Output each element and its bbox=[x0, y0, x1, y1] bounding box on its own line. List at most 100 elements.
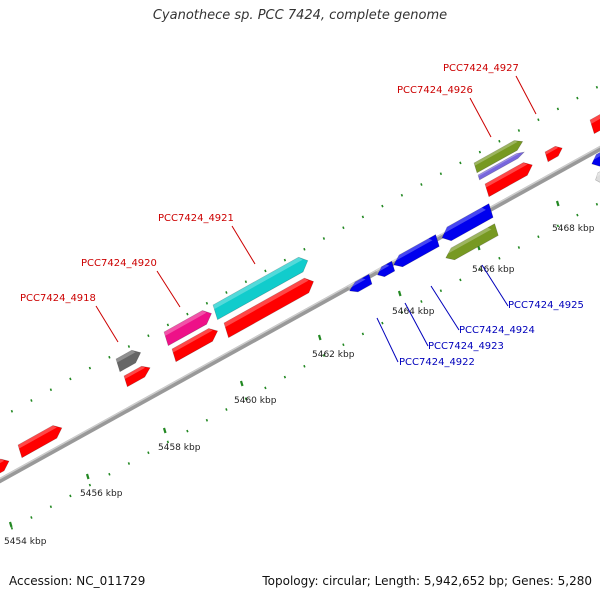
label-connector bbox=[515, 75, 537, 115]
gene-arrow-body bbox=[591, 147, 600, 167]
gene-arrow-highlight bbox=[444, 227, 492, 256]
label-connector bbox=[376, 317, 399, 363]
minor-tick bbox=[49, 388, 53, 392]
minor-tick bbox=[10, 409, 14, 413]
gene-arrow-body bbox=[212, 256, 309, 321]
gene-arrow bbox=[473, 140, 524, 174]
scale-label: 5458 kbp bbox=[158, 443, 201, 453]
gene-label: PCC7424_4920 bbox=[81, 258, 157, 269]
minor-tick bbox=[264, 386, 267, 390]
label-connectors bbox=[95, 75, 537, 363]
minor-tick bbox=[225, 408, 228, 411]
label-connector bbox=[95, 305, 119, 343]
gene-arrow-body bbox=[115, 349, 142, 373]
minor-tick bbox=[186, 429, 189, 433]
minor-tick bbox=[186, 312, 189, 316]
minor-tick bbox=[88, 366, 92, 370]
scale-label: 5460 kbp bbox=[234, 396, 277, 406]
label-connector bbox=[404, 302, 429, 347]
gene-label: PCC7424_4918 bbox=[20, 293, 96, 304]
gene-arrow bbox=[444, 223, 499, 261]
minor-tick bbox=[439, 289, 443, 293]
gene-arrow bbox=[392, 234, 440, 268]
gene-arrow bbox=[115, 349, 142, 373]
major-tick bbox=[397, 290, 402, 297]
minor-tick bbox=[459, 161, 462, 165]
label-connector bbox=[481, 264, 509, 307]
genome-backbone bbox=[0, 145, 600, 484]
minor-tick bbox=[342, 343, 345, 347]
minor-tick bbox=[166, 323, 170, 327]
scale-label: 5468 kbp bbox=[552, 224, 595, 234]
gene-label: PCC7424_4926 bbox=[397, 85, 473, 96]
minor-tick bbox=[420, 300, 423, 303]
gene-arrow-body bbox=[393, 234, 440, 268]
gene-arrow bbox=[212, 256, 309, 321]
minor-tick bbox=[69, 494, 72, 498]
minor-tick bbox=[381, 321, 384, 325]
major-tick bbox=[239, 380, 244, 387]
minor-tick bbox=[322, 237, 326, 240]
gene-arrow-highlight bbox=[590, 151, 600, 162]
label-connector bbox=[156, 270, 181, 308]
gene-arrow bbox=[477, 151, 526, 181]
gene-arrow bbox=[589, 113, 600, 135]
gene-arrow-body bbox=[377, 260, 396, 278]
minor-tick bbox=[517, 246, 521, 249]
accession-text: Accession: NC_011729 bbox=[9, 574, 146, 588]
gene-label: PCC7424_4923 bbox=[428, 341, 504, 352]
minor-tick bbox=[205, 301, 209, 305]
gene-arrow-highlight bbox=[224, 278, 309, 328]
scale-label: 5454 kbp bbox=[4, 537, 47, 547]
minor-tick bbox=[147, 451, 150, 455]
gene-arrow bbox=[348, 273, 373, 293]
genome-summary: Topology: circular; Length: 5,942,652 bp… bbox=[262, 574, 592, 588]
gene-arrow-highlight bbox=[124, 366, 146, 380]
scale-label: 5462 kbp bbox=[312, 350, 355, 360]
gene-arrow-body bbox=[595, 168, 600, 184]
minor-tick bbox=[147, 334, 150, 338]
gene-arrow-highlight bbox=[348, 278, 366, 289]
gene-arrow-highlight bbox=[213, 257, 303, 310]
minor-tick bbox=[420, 183, 423, 186]
gene-arrow-body bbox=[0, 458, 10, 479]
gene-arrow-highlight bbox=[172, 328, 213, 353]
gene-labels: PCC7424_4918PCC7424_4920PCC7424_4921PCC7… bbox=[20, 63, 584, 368]
minor-tick bbox=[69, 377, 72, 381]
gene-arrow-highlight bbox=[590, 114, 600, 124]
gene-arrow bbox=[123, 365, 151, 388]
minor-tick bbox=[556, 224, 560, 228]
gene-arrow-body bbox=[223, 277, 314, 339]
gene-arrow-body bbox=[477, 151, 526, 181]
gene-arrow-body bbox=[544, 145, 563, 163]
minor-tick bbox=[576, 213, 579, 217]
minor-tick bbox=[517, 129, 521, 132]
major-tick bbox=[162, 427, 167, 434]
gene-arrow-body bbox=[484, 162, 533, 198]
gene-arrow-body bbox=[441, 203, 494, 242]
minor-tick bbox=[459, 278, 462, 282]
label-connector bbox=[430, 285, 460, 331]
minor-tick bbox=[108, 355, 111, 359]
minor-tick bbox=[322, 354, 326, 357]
gene-arrow-body bbox=[349, 273, 373, 293]
minor-tick bbox=[478, 267, 482, 271]
genome-backbone-shade bbox=[0, 145, 600, 480]
gene-label: PCC7424_4924 bbox=[459, 325, 535, 336]
minor-tick bbox=[537, 118, 540, 122]
gene-arrow-highlight bbox=[0, 459, 5, 470]
minor-tick bbox=[556, 107, 560, 111]
gene-arrow-highlight bbox=[474, 140, 518, 166]
gene-arrow-body bbox=[123, 365, 151, 388]
minor-tick bbox=[264, 269, 267, 273]
minor-tick bbox=[400, 193, 404, 197]
gene-label: PCC7424_4925 bbox=[508, 300, 584, 311]
gene-arrow-body bbox=[445, 223, 499, 261]
major-tick bbox=[8, 521, 13, 528]
minor-tick bbox=[478, 150, 482, 154]
minor-tick bbox=[498, 256, 501, 260]
gene-arrow bbox=[484, 162, 533, 198]
map-title: Cyanothece sp. PCC 7424, complete genome bbox=[152, 8, 448, 23]
